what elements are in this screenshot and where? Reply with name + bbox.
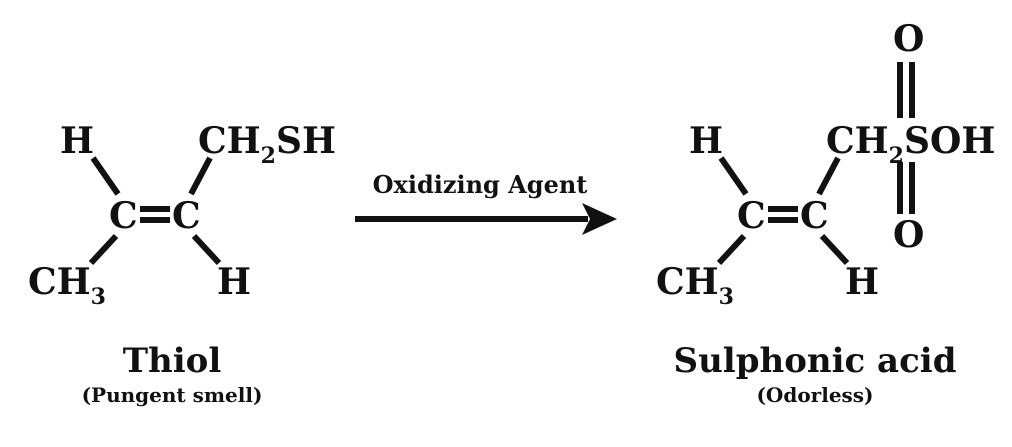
product-name: Sulphonic acid: [674, 341, 957, 381]
arrow-head: [582, 203, 617, 235]
product-bond-c-ch2: [816, 156, 841, 196]
reactant-name: Thiol: [123, 341, 222, 381]
reactant-bond-h-c: [90, 156, 121, 196]
reactant-h-bottom: H: [217, 261, 251, 303]
reactant-ch3-group: CH3: [28, 261, 106, 310]
reactant-carbon-right: C: [172, 195, 201, 237]
reactant-structure: H CH2SH C C CH3 H Thiol (Pungent smell): [28, 120, 336, 407]
reagent-label: Oxidizing Agent: [373, 170, 588, 199]
reactant-note: (Pungent smell): [82, 383, 263, 407]
product-ch2soh-group: CH2SOH: [826, 120, 995, 169]
product-o-top: O: [893, 18, 924, 60]
reaction-arrow: Oxidizing Agent: [355, 170, 617, 235]
product-h-top: H: [689, 120, 723, 162]
reactant-bond-c-ch2: [188, 156, 213, 196]
reactant-bond-c-h: [191, 233, 222, 266]
reactant-bond-c-ch3: [88, 233, 119, 266]
product-carbon-left: C: [737, 195, 766, 237]
reactant-ch2sh-group: CH2SH: [198, 120, 336, 169]
product-o-bottom: O: [893, 214, 924, 256]
product-structure: O H CH2SOH O C C CH3 H Sulphonic acid (O…: [656, 18, 995, 407]
product-carbon-right: C: [800, 195, 829, 237]
reactant-carbon-left: C: [109, 195, 138, 237]
product-bond-h-c: [718, 156, 749, 196]
product-bond-c-h: [819, 233, 850, 266]
product-bond-c-ch3: [716, 233, 747, 266]
product-h-bottom: H: [845, 261, 879, 303]
product-ch3-group: CH3: [656, 261, 734, 310]
product-note: (Odorless): [756, 383, 873, 407]
reactant-h-top: H: [60, 120, 94, 162]
